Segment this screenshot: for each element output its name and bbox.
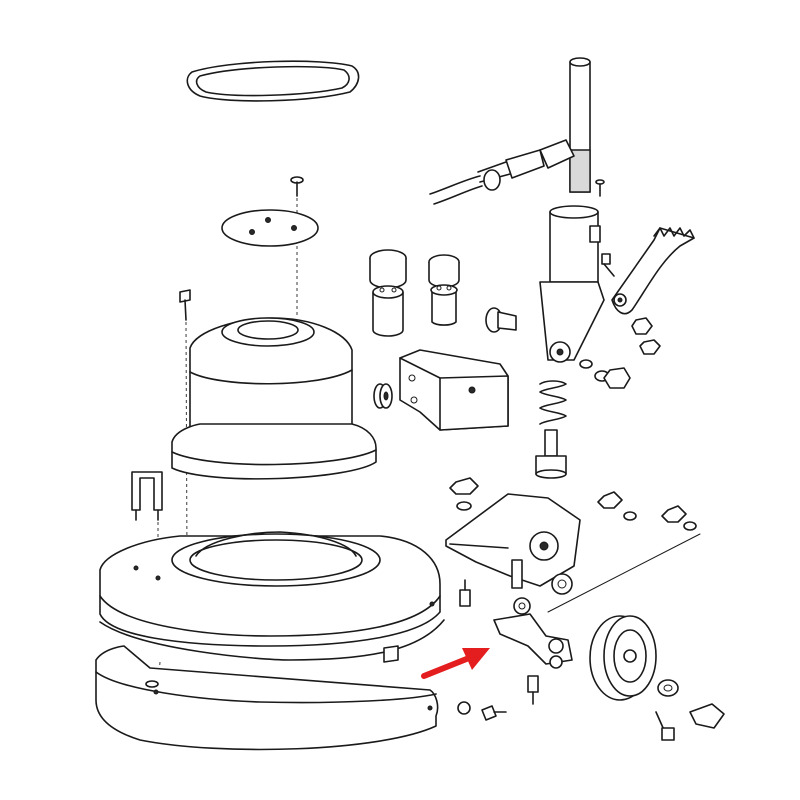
screw-top — [290, 176, 304, 197]
bumper-skirt — [95, 645, 439, 751]
capacitor-left — [369, 249, 407, 337]
motor-housing — [171, 317, 377, 480]
power-cord — [429, 139, 575, 205]
handle-tube — [569, 57, 591, 193]
switch-box — [399, 349, 509, 431]
nuts-right — [597, 491, 697, 531]
screw-yoke — [595, 179, 605, 197]
pointer-arrow — [421, 648, 490, 679]
top-plate — [221, 209, 319, 247]
grommet — [373, 383, 393, 409]
screw-bracket — [601, 253, 615, 277]
nuts-left — [449, 477, 479, 607]
long-bolt — [179, 289, 191, 561]
lever-arm — [611, 227, 695, 315]
drive-belt — [186, 60, 360, 102]
hinge-link — [493, 597, 573, 705]
plunger — [535, 429, 567, 479]
base-chassis — [99, 531, 445, 663]
capacitor-right — [428, 254, 460, 326]
pivot-pin — [485, 307, 517, 333]
spring — [539, 380, 567, 425]
wheel — [589, 615, 725, 741]
mount-bracket — [445, 493, 581, 595]
nuts-washers — [579, 317, 661, 389]
u-bolt — [131, 471, 163, 521]
yoke-bracket — [539, 205, 605, 363]
bumper-screws — [457, 701, 507, 721]
